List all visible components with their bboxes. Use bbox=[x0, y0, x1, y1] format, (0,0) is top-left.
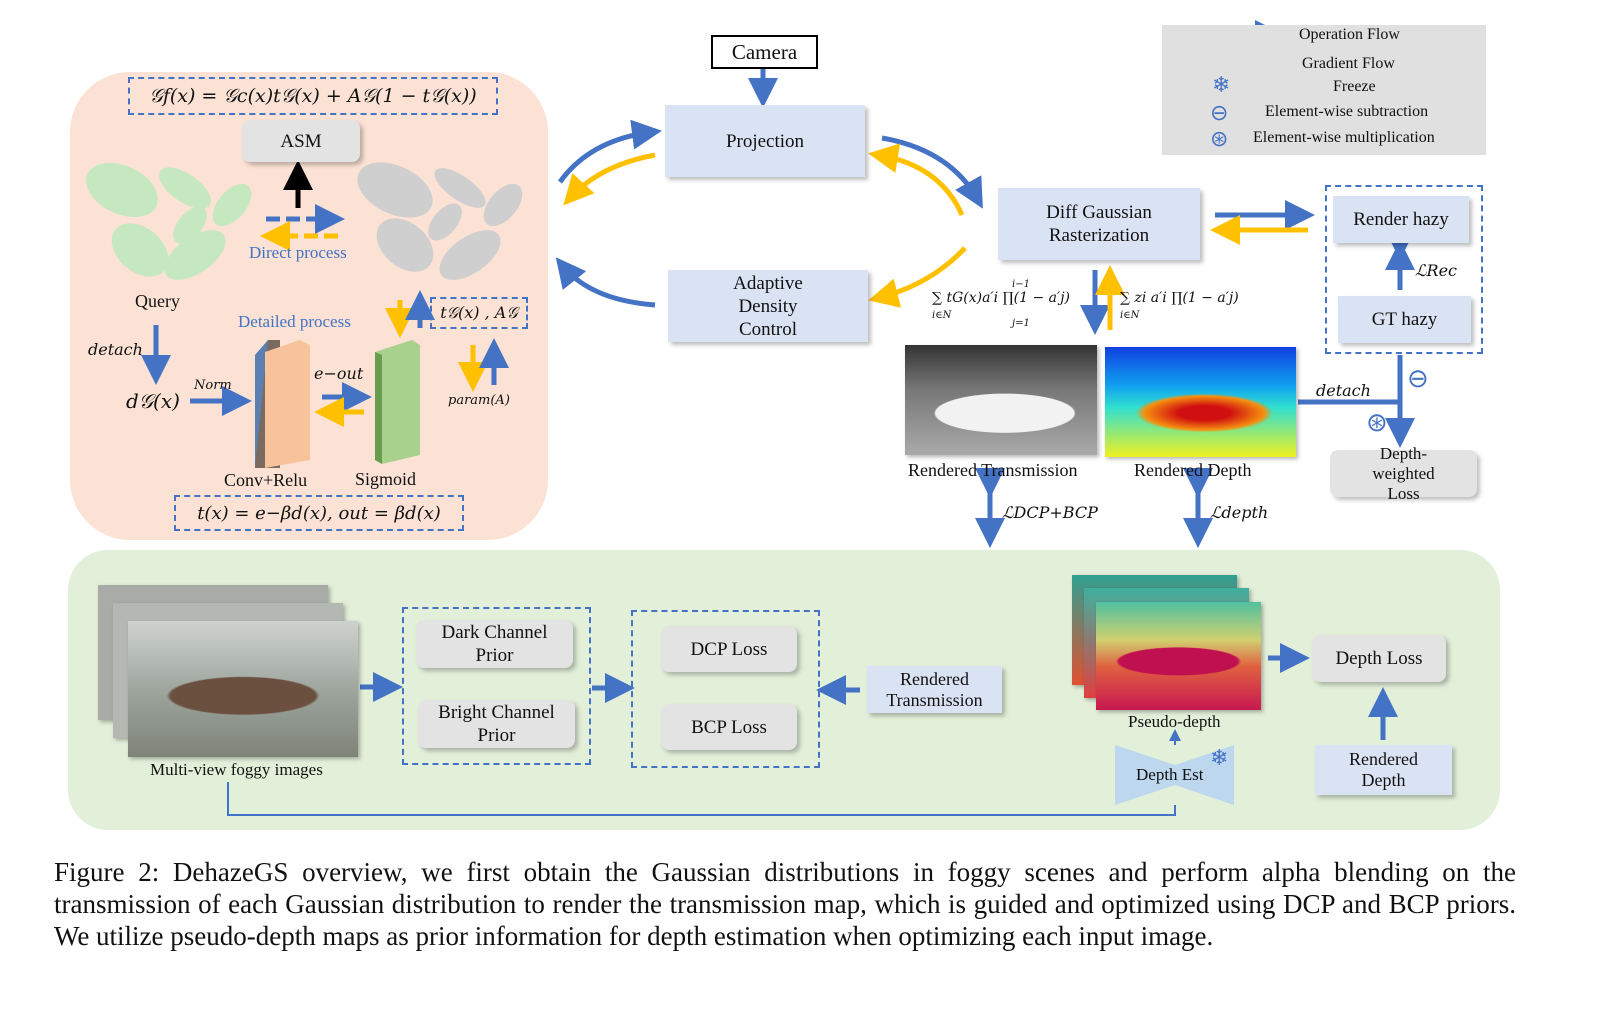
diff-gaussian-rasterization-box: Diff Gaussian Rasterization bbox=[998, 188, 1200, 260]
legend-multiplication: Element-wise multiplication bbox=[1253, 129, 1435, 146]
transmission-blending-eq: ∑ tG(x)a′i ∏(1 − a′j)i∈N bbox=[932, 290, 1070, 321]
loop-arrow bbox=[868, 246, 967, 308]
direct-process-label: Direct process bbox=[249, 243, 347, 262]
gt-hazy-box: GT hazy bbox=[1338, 296, 1471, 343]
dcp-bcp-loss-label: ℒDCP+BCP bbox=[1002, 503, 1098, 522]
detach-label: detach bbox=[88, 340, 143, 359]
priors-group bbox=[402, 607, 591, 765]
adaptive-density-control-box: Adaptive Density Control bbox=[668, 270, 868, 342]
legend-gradient-flow: Gradient Flow bbox=[1302, 55, 1395, 72]
render-hazy-box: Render hazy bbox=[1333, 196, 1469, 243]
param-label: param(A) bbox=[448, 393, 510, 408]
depth-est-label: Depth Est bbox=[1136, 765, 1204, 784]
camera-box: Camera bbox=[711, 35, 818, 69]
conv-relu-label: Conv+Relu bbox=[224, 470, 308, 490]
asterisk-circle-icon: ⊛ bbox=[1210, 126, 1229, 151]
rendered-transmission-image bbox=[905, 345, 1097, 455]
bcp-loss-box: BCP Loss bbox=[661, 704, 797, 750]
rendered-depth-image bbox=[1105, 347, 1296, 457]
projection-box: Projection bbox=[665, 105, 865, 177]
minus-circle-icon: ⊖ bbox=[1210, 100, 1229, 125]
conv-relu-block bbox=[255, 340, 310, 468]
rendered-transmission-box: Rendered Transmission bbox=[867, 666, 1002, 713]
depth-variable: d𝒢(x) bbox=[126, 389, 180, 413]
prior-losses-group bbox=[631, 610, 820, 768]
rendered-depth-box: Rendered Depth bbox=[1315, 745, 1452, 795]
exp-label: e−out bbox=[314, 364, 364, 383]
legend-operation-flow: Operation Flow bbox=[1299, 26, 1400, 43]
detailed-process-label: Detailed process bbox=[238, 312, 351, 331]
snowflake-icon: ❄ bbox=[1212, 72, 1231, 97]
pseudo-depth-image bbox=[1096, 602, 1261, 710]
snowflake-icon: ❄ bbox=[1210, 745, 1229, 770]
rendered-depth-label: Rendered Depth bbox=[1134, 460, 1252, 480]
norm-label: Norm bbox=[194, 378, 232, 393]
loop-arrow bbox=[868, 143, 965, 217]
bright-channel-prior-box: Bright Channel Prior bbox=[418, 700, 575, 748]
rec-loss-label: ℒRec bbox=[1415, 261, 1457, 280]
depth-blending-eq: ∑ zi a′i ∏(1 − a′j)i∈N bbox=[1120, 290, 1239, 321]
dcp-loss-box: DCP Loss bbox=[661, 626, 797, 672]
legend bbox=[1162, 25, 1486, 155]
transmission-airlight-box: t𝒢(x) , A𝒢 bbox=[430, 297, 528, 329]
asterisk-circle-icon: ⊛ bbox=[1366, 408, 1388, 437]
figure-caption: Figure 2: DehazeGS overview, we first ob… bbox=[54, 857, 1516, 951]
loop-arrow bbox=[555, 257, 656, 308]
sigmoid-label: Sigmoid bbox=[355, 469, 417, 489]
asm-box: ASM bbox=[242, 120, 360, 162]
transmission-equation: t(x) = e−βd(x), out = βd(x) bbox=[174, 495, 464, 531]
minus-circle-icon: ⊖ bbox=[1407, 364, 1429, 393]
depth-weighted-loss-box: Depth-weighted Loss bbox=[1330, 444, 1477, 503]
product-lower: j=1 bbox=[1012, 318, 1030, 329]
depth-loss-label: ℒdepth bbox=[1210, 503, 1269, 522]
legend-subtraction: Element-wise subtraction bbox=[1265, 103, 1429, 120]
product-upper: i−1 bbox=[1012, 279, 1030, 290]
legend-freeze: Freeze bbox=[1333, 78, 1376, 95]
atmospheric-equation: 𝒢f(x) = 𝒢c(x)t𝒢(x) + A𝒢(1 − t𝒢(x)) bbox=[128, 77, 498, 115]
depth-loss-box: Depth Loss bbox=[1312, 635, 1446, 682]
loop-arrow bbox=[563, 152, 656, 206]
gaussians-query bbox=[86, 162, 252, 280]
gaussians-transmission bbox=[357, 162, 523, 280]
depth-est-network bbox=[1115, 745, 1234, 805]
dark-channel-prior-box: Dark Channel Prior bbox=[416, 620, 573, 668]
detach-label: detach bbox=[1316, 381, 1371, 400]
loop-arrow bbox=[881, 135, 983, 209]
reconstruction-group bbox=[1325, 185, 1483, 354]
foggy-images-label: Multi-view foggy images bbox=[150, 760, 323, 779]
sigmoid-block bbox=[375, 340, 420, 464]
query-label: Query bbox=[135, 291, 180, 311]
pseudo-depth-label: Pseudo-depth bbox=[1128, 712, 1221, 731]
foggy-image bbox=[128, 621, 358, 757]
rendered-transmission-label: Rendered Transmission bbox=[908, 460, 1078, 480]
